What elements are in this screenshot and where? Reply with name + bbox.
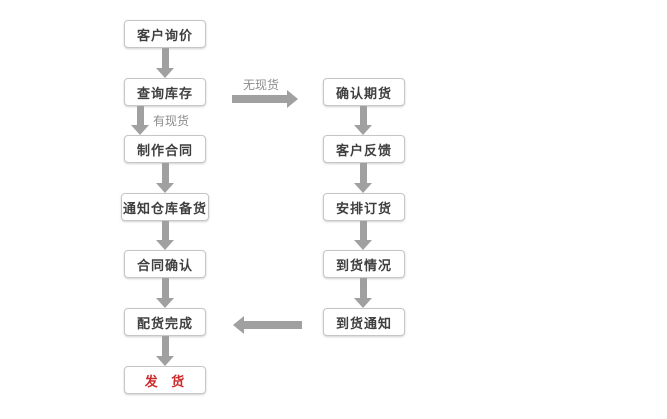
arrow-down-has-stock-icon — [131, 106, 149, 135]
node-confirm-futures: 确认期货 — [323, 78, 405, 106]
arrow-down-icon — [156, 278, 174, 308]
node-make-contract: 制作合同 — [124, 135, 206, 163]
arrow-down-icon — [354, 278, 372, 308]
branch-label-has-stock: 有现货 — [153, 114, 190, 128]
branch-label-no-stock: 无现货 — [243, 78, 280, 92]
arrow-down-icon — [156, 48, 174, 78]
node-customer-inquiry: 客户询价 — [124, 20, 206, 48]
node-arrival-notice: 到货通知 — [323, 308, 405, 336]
node-contract-confirm: 合同确认 — [124, 250, 206, 278]
arrow-down-icon — [354, 221, 372, 250]
node-arrange-order: 安排订货 — [323, 193, 405, 221]
node-ship-goods: 发 货 — [124, 366, 206, 394]
node-check-inventory: 查询库存 — [124, 78, 206, 106]
arrow-down-icon — [156, 336, 174, 366]
arrow-down-icon — [354, 106, 372, 135]
arrow-down-icon — [354, 163, 372, 193]
node-customer-feedback: 客户反馈 — [323, 135, 405, 163]
arrow-down-icon — [156, 221, 174, 250]
arrow-left-return-icon — [233, 316, 302, 334]
node-allocation-complete: 配货完成 — [124, 308, 206, 336]
node-arrival-status: 到货情况 — [323, 250, 405, 278]
arrow-right-no-stock-icon — [232, 90, 298, 108]
arrow-down-icon — [156, 163, 174, 193]
node-notify-warehouse: 通知仓库备货 — [121, 193, 209, 221]
